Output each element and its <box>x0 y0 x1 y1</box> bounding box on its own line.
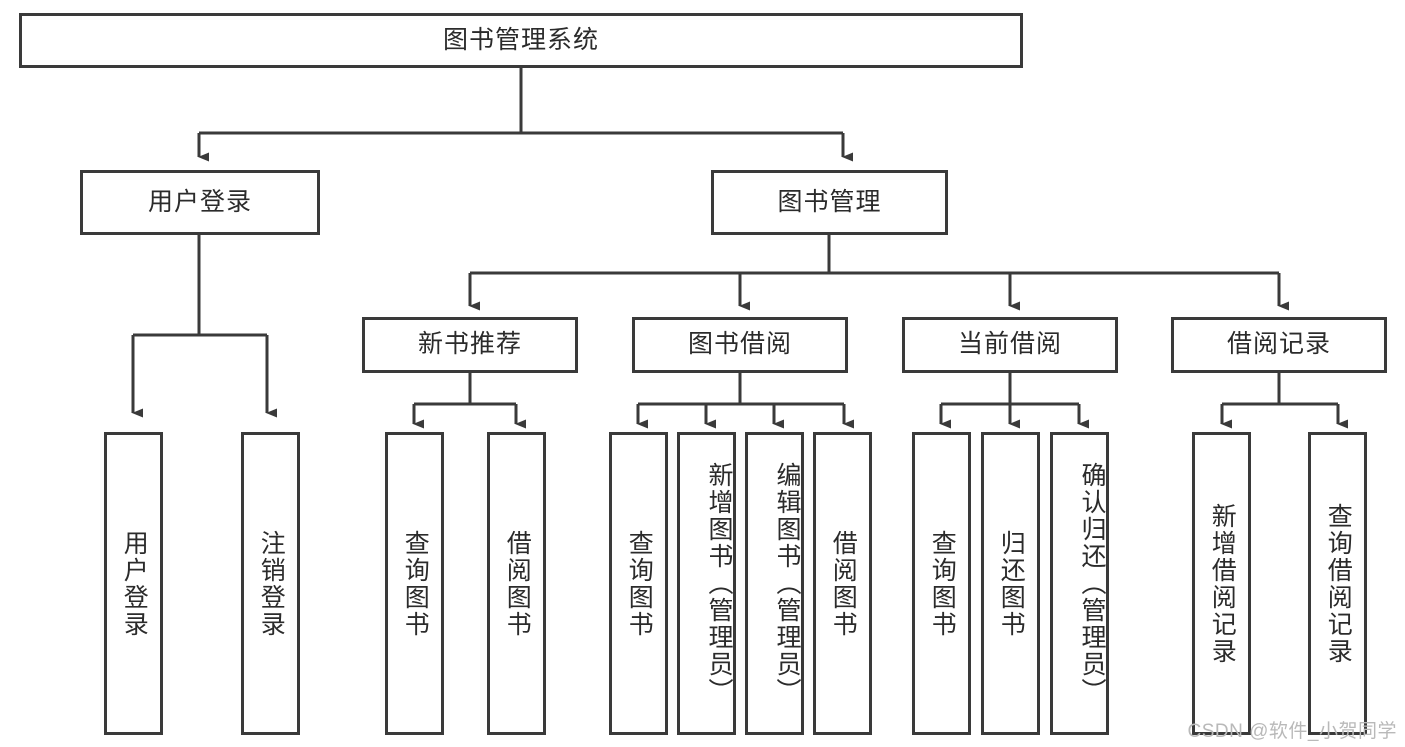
csdn-watermark: CSDN @软件_小贺同学 <box>1187 721 1397 742</box>
node-user-login[interactable]: 用户登录 <box>80 170 320 235</box>
leaf-current-borrow-return[interactable]: 归还图书 <box>981 432 1040 735</box>
leaf-new-book-borrow[interactable]: 借阅图书 <box>487 432 546 735</box>
leaf-current-borrow-query-label: 查询图书 <box>928 529 957 638</box>
node-user-login-label: 用户登录 <box>147 187 252 216</box>
node-borrow-record-label: 借阅记录 <box>1226 330 1331 359</box>
node-borrow-record[interactable]: 借阅记录 <box>1171 317 1387 373</box>
leaf-new-book-query-label: 查询图书 <box>401 529 430 638</box>
node-root-label: 图书管理系统 <box>442 25 599 54</box>
leaf-book-borrow-edit[interactable]: 编辑图书（管理员） <box>745 432 804 735</box>
node-book-management[interactable]: 图书管理 <box>711 170 948 235</box>
leaf-borrow-record-query[interactable]: 查询借阅记录 <box>1308 432 1367 735</box>
leaf-current-borrow-return-label: 归还图书 <box>997 529 1026 638</box>
node-current-borrow[interactable]: 当前借阅 <box>902 317 1118 373</box>
leaf-new-book-query[interactable]: 查询图书 <box>385 432 444 735</box>
leaf-user-login-signin[interactable]: 用户登录 <box>104 432 163 735</box>
leaf-book-borrow-add[interactable]: 新增图书（管理员） <box>677 432 736 735</box>
leaf-borrow-record-add-label: 新增借阅记录 <box>1208 502 1237 665</box>
leaf-borrow-record-query-label: 查询借阅记录 <box>1324 502 1353 665</box>
node-book-borrow[interactable]: 图书借阅 <box>632 317 848 373</box>
leaf-book-borrow-edit-label: 编辑图书（管理员） <box>773 462 801 705</box>
node-root[interactable]: 图书管理系统 <box>19 13 1023 68</box>
leaf-borrow-record-add[interactable]: 新增借阅记录 <box>1192 432 1251 735</box>
leaf-user-login-signin-label: 用户登录 <box>120 529 149 638</box>
node-current-borrow-label: 当前借阅 <box>957 330 1062 359</box>
leaf-book-borrow-lend-label: 借阅图书 <box>829 529 858 638</box>
node-new-book-recommend[interactable]: 新书推荐 <box>362 317 578 373</box>
leaf-book-borrow-lend[interactable]: 借阅图书 <box>813 432 872 735</box>
leaf-book-borrow-add-label: 新增图书（管理员） <box>705 462 733 705</box>
leaf-current-borrow-confirm[interactable]: 确认归还（管理员） <box>1050 432 1109 735</box>
node-new-book-recommend-label: 新书推荐 <box>417 330 522 359</box>
leaf-current-borrow-confirm-label: 确认归还（管理员） <box>1078 462 1106 705</box>
leaf-book-borrow-query-label: 查询图书 <box>625 529 654 638</box>
leaf-user-login-signout[interactable]: 注销登录 <box>241 432 300 735</box>
leaf-new-book-borrow-label: 借阅图书 <box>503 529 532 638</box>
leaf-book-borrow-query[interactable]: 查询图书 <box>609 432 668 735</box>
leaf-current-borrow-query[interactable]: 查询图书 <box>912 432 971 735</box>
node-book-borrow-label: 图书借阅 <box>687 330 792 359</box>
node-book-management-label: 图书管理 <box>777 187 882 216</box>
leaf-user-login-signout-label: 注销登录 <box>257 529 286 638</box>
